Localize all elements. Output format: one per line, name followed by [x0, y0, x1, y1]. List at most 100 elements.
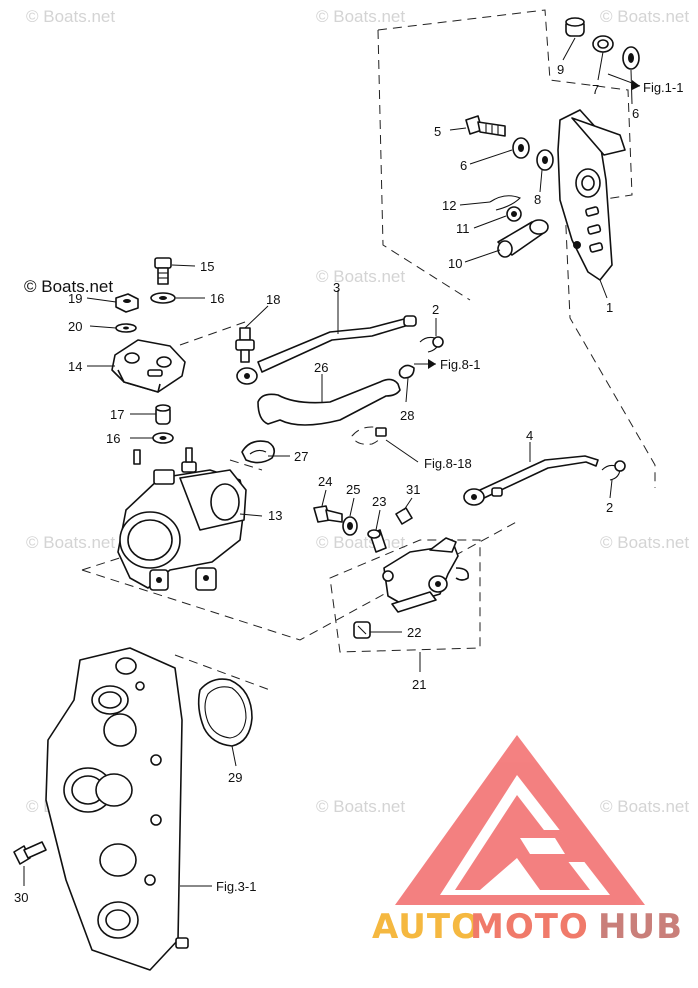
- part-clip-2-upper: [419, 336, 444, 353]
- part-clip-2-lower: [601, 460, 626, 481]
- watermark: © Boats.net: [600, 533, 689, 552]
- part-nut-19: [115, 293, 139, 313]
- logo-text-moto: MOTO: [470, 907, 589, 947]
- watermark: © Boats.net: [316, 533, 405, 552]
- part-collar-7: [592, 35, 614, 53]
- callout-18: 18: [266, 292, 280, 307]
- callout-30: 30: [14, 890, 28, 905]
- part-hose-26: [257, 378, 401, 426]
- callout-24: 24: [318, 474, 332, 489]
- callout-13: 13: [268, 508, 282, 523]
- callout-9: 9: [557, 62, 564, 77]
- callout-19: 19: [68, 291, 82, 306]
- part-lever-1: [557, 109, 626, 281]
- watermark: © Boats.net: [316, 797, 405, 816]
- callout-14: 14: [68, 359, 82, 374]
- ref-fig-8-1: Fig.8-1: [440, 357, 480, 372]
- ref-fig-8-18: Fig.8-18: [424, 456, 472, 471]
- callout-16-top: 16: [210, 291, 224, 306]
- part-hose-clamp: [351, 426, 387, 445]
- callout-11: 11: [456, 221, 470, 236]
- watermark: © Boats.net: [316, 7, 405, 26]
- part-grommet-22: [353, 621, 371, 639]
- part-holder-14: [111, 339, 186, 393]
- part-rod-4: [463, 455, 599, 506]
- part-washer-25: [342, 516, 358, 536]
- logo-text-hub: HUB: [598, 907, 683, 947]
- boundary-manifold: [174, 654, 271, 691]
- callout-31: 31: [406, 482, 420, 497]
- callout-29: 29: [228, 770, 242, 785]
- callout-22: 22: [407, 625, 421, 640]
- boundary-link-left: [377, 29, 471, 301]
- callout-28: 28: [400, 408, 414, 423]
- watermark: © Boats.net: [316, 267, 405, 286]
- part-pin-10: [497, 219, 549, 258]
- part-pad-31: [395, 507, 413, 525]
- watermark-main: © Boats.net: [24, 277, 113, 296]
- part-washer-11: [506, 206, 522, 222]
- part-bolt-15: [154, 257, 172, 285]
- part-washer-16-top: [150, 292, 176, 304]
- part-bolt-5: [465, 115, 506, 137]
- part-washer-6-top: [622, 46, 640, 70]
- part-gasket-29: [197, 678, 253, 747]
- part-washer-20: [115, 323, 137, 333]
- callout-16-low: 16: [106, 431, 120, 446]
- part-fitting-18: [235, 327, 255, 363]
- callout-26: 26: [314, 360, 328, 375]
- watermark: © Boats.net: [26, 7, 115, 26]
- part-clamp-28: [398, 364, 415, 379]
- part-clamp-27: [241, 440, 276, 464]
- part-washer-8: [536, 149, 554, 171]
- callout-5: 5: [434, 124, 441, 139]
- part-intake-manifold: [45, 647, 189, 971]
- callout-3: 3: [333, 280, 340, 295]
- part-bolt-30: [13, 841, 47, 865]
- callout-25: 25: [346, 482, 360, 497]
- callout-27: 27: [294, 449, 308, 464]
- callout-6-mid: 6: [460, 158, 467, 173]
- ref-fig-1-1: Fig.1-1: [643, 80, 683, 95]
- callout-12: 12: [442, 198, 456, 213]
- boundary-holder: [179, 321, 246, 346]
- callout-7: 7: [592, 82, 599, 97]
- part-washer-6-mid: [512, 137, 530, 159]
- callout-10: 10: [448, 256, 462, 271]
- callout-4: 4: [526, 428, 533, 443]
- callouts: 9 7 6 5 6 8 12 11 10 1 15 16 19 20 14 17…: [14, 62, 639, 905]
- part-clip-12: [489, 195, 521, 211]
- reference-arrows: [414, 73, 641, 369]
- figure-references: Fig.1-1 Fig.8-1 Fig.8-18 Fig.3-1: [216, 80, 683, 894]
- part-rod-3: [236, 315, 417, 385]
- watermark: © Boats.net: [600, 797, 689, 816]
- callout-2-lower: 2: [606, 500, 613, 515]
- boundary-link-assembly: [377, 9, 656, 488]
- callout-20: 20: [68, 319, 82, 334]
- part-collar-23: [367, 529, 387, 553]
- callout-8: 8: [534, 192, 541, 207]
- leader-lines: [23, 37, 633, 887]
- callout-23: 23: [372, 494, 386, 509]
- logo-triangle-icon: [395, 735, 645, 905]
- callout-17: 17: [110, 407, 124, 422]
- part-throttle-body-13: [117, 447, 247, 591]
- boundary-bracket-21: [329, 539, 481, 653]
- part-bolt-24: [313, 505, 343, 523]
- part-bracket-21: [382, 537, 470, 613]
- callout-15: 15: [200, 259, 214, 274]
- callout-2-upper: 2: [432, 302, 439, 317]
- part-washer-16-low: [152, 432, 174, 444]
- part-collar-17: [155, 404, 171, 425]
- watermark: © Boats.net: [26, 533, 115, 552]
- callout-21: 21: [412, 677, 426, 692]
- logo-text-auto: AUTO: [372, 907, 481, 947]
- automotohub-logo: AUTO MOTO HUB: [372, 735, 683, 947]
- ref-fig-3-1: Fig.3-1: [216, 879, 256, 894]
- watermark: © Boats.net: [600, 7, 689, 26]
- part-bushing-9: [565, 17, 585, 37]
- callout-6-top: 6: [632, 106, 639, 121]
- boundary-throttle-c: [229, 459, 263, 471]
